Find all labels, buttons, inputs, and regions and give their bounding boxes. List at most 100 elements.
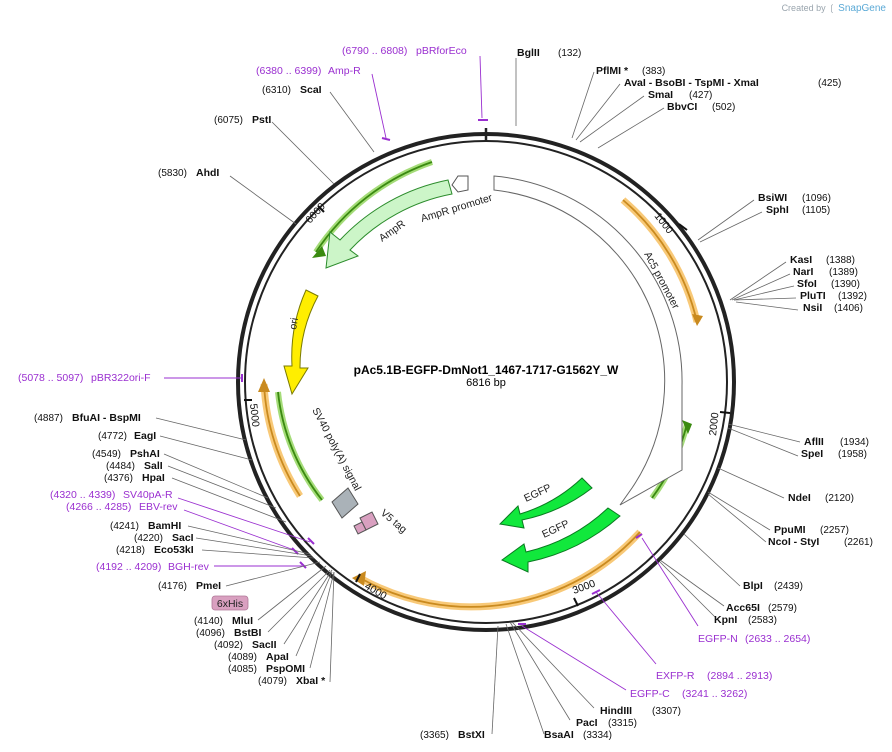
site-labels-bottom: HindIII (3307) PacI (3315) BsaAI (3334) … (420, 705, 681, 741)
site-pmei-pos: (4176) (158, 581, 187, 592)
site-ndei: NdeI (788, 492, 811, 504)
tick-mark-6000 (317, 205, 325, 213)
leader-bbvci (597, 107, 665, 149)
tick-label-2000: 2000 (707, 412, 721, 437)
ac5-promoter-arrow (493, 175, 683, 506)
site-ahdi: AhdI (196, 167, 219, 179)
tick-mark-1000 (678, 223, 688, 231)
site-spei-pos: (1958) (838, 449, 867, 460)
primer-exfp-range: (2894 .. 2913) (707, 670, 772, 682)
site-acc65i-pos: (2579) (768, 603, 797, 614)
leader-aflii (727, 423, 801, 443)
primer-leader-ampr (371, 73, 387, 139)
ori-feature-label: ori (287, 317, 301, 331)
leader-lines (155, 58, 801, 735)
site-bstxi: BstXI (458, 729, 485, 741)
leader-bstbi (267, 569, 331, 633)
site-psti-pos: (6075) (214, 115, 243, 126)
leader-psti (271, 121, 335, 185)
site-eco53ki: Eco53kI (154, 544, 194, 556)
site-sacii-pos: (4092) (214, 640, 243, 651)
ac5-highlight-arrowhead (692, 314, 703, 326)
ampr-highlight-arrowhead (312, 246, 326, 258)
primer-leaders (164, 55, 699, 691)
primer-egfp-n: EGFP-N (698, 633, 738, 645)
site-bamhi: BamHI (148, 520, 181, 532)
leader-kpni (659, 561, 717, 619)
site-bstbi: BstBI (234, 627, 262, 639)
leader-acc65i (659, 559, 725, 607)
site-sali-pos: (4484) (106, 461, 135, 472)
site-kasi-pos: (1388) (826, 255, 855, 266)
leader-pshai (163, 453, 269, 499)
leader-mlui (257, 565, 327, 621)
site-blpi-pos: (2439) (774, 581, 803, 592)
primer-egfp-c: EGFP-C (630, 688, 670, 700)
leader-sfoi (733, 285, 795, 301)
primer-egfp-n-range: (2633 .. 2654) (745, 633, 810, 645)
site-sphi-pos: (1105) (802, 205, 830, 216)
ampr-feature-arrow (325, 179, 453, 269)
site-paci: PacI (576, 717, 598, 729)
his-tag-badge (211, 595, 249, 611)
leader-hpai (171, 477, 287, 523)
leader-ahdi (229, 175, 297, 225)
site-kpni: KpnI (714, 614, 737, 626)
site-psti: PstI (252, 114, 271, 126)
primer-pbr322ori-range: (5078 .. 5097) (18, 372, 83, 384)
site-ncoi-styi: NcoI - StyI (768, 536, 819, 548)
primer-mark-ebv (291, 547, 299, 555)
credit-brand: SnapGene (838, 3, 886, 14)
site-ppumi: PpuMI (774, 524, 806, 536)
site-bfuai-pos: (4887) (34, 413, 63, 424)
egfp-c-highlight-arrowhead (682, 420, 692, 434)
site-sacii: SacII (252, 639, 277, 651)
site-bstbi-pos: (4096) (196, 628, 225, 639)
leader-nsii (735, 301, 799, 311)
site-smai-pos: (427) (689, 90, 712, 101)
primer-ebv-range: (4266 .. 4285) (66, 501, 131, 513)
site-saci: SacI (172, 532, 194, 544)
primer-leader-ebv (183, 509, 295, 551)
primer-marks (241, 119, 643, 625)
plasmid-title: pAc5.1B-EGFP-DmNot1_1467-1717-G1562Y_W (354, 363, 619, 377)
primer-leader-exfp (595, 591, 657, 665)
primer-leader-egfp-n (641, 537, 699, 627)
primer-mark-sv40pa (307, 537, 315, 545)
site-bamhi-pos: (4241) (110, 521, 139, 532)
leader-kasi (729, 261, 787, 301)
leader-ndei (717, 467, 785, 499)
site-hpai: HpaI (142, 472, 165, 484)
leader-eagi (159, 435, 253, 461)
site-sphi: SphI (766, 204, 789, 216)
primer-mark-egfp-n (635, 533, 643, 539)
leader-ava (575, 83, 621, 141)
primer-ebv: EBV-rev (139, 501, 178, 513)
leader-sphi (699, 211, 763, 243)
primer-leader-pbrforeco (479, 55, 483, 119)
ori-highlight-arrowhead (258, 378, 270, 392)
primer-pbr322ori: pBR322ori-F (91, 372, 151, 384)
snapgene-credit: Created by ❲ SnapGene (782, 3, 886, 14)
primer-egfp-c-range: (3241 .. 3262) (682, 688, 747, 700)
site-labels-left: (4079) XbaI * (4085) PspOMI (4089) ApaI … (34, 84, 326, 687)
site-ncoi-styi-pos: (2261) (844, 537, 873, 548)
site-acc65i: Acc65I (726, 602, 760, 614)
site-scai-pos: (6310) (262, 85, 291, 96)
leader-xbai (329, 571, 335, 683)
tick-mark-4000 (355, 573, 361, 583)
site-hpai-pos: (4376) (104, 473, 133, 484)
site-pspomi-pos: (4085) (228, 664, 257, 675)
site-nsii-pos: (1406) (834, 303, 863, 314)
primer-bgh-range: (4192 .. 4209) (96, 561, 161, 573)
primer-pbrforeco-range: (6790 .. 6808) (342, 45, 407, 57)
primer-exfp: EXFP-R (656, 670, 695, 682)
primer-leader-sv40pa (177, 497, 311, 543)
egfp-highlight-core (359, 531, 641, 608)
leader-hindiii (511, 621, 595, 709)
leader-sali (167, 465, 277, 509)
leader-ppumi (707, 491, 771, 531)
egfp-feature-label-1: EGFP (522, 482, 553, 505)
site-sfoi-pos: (1390) (831, 279, 860, 290)
leader-bamhi (187, 525, 311, 555)
